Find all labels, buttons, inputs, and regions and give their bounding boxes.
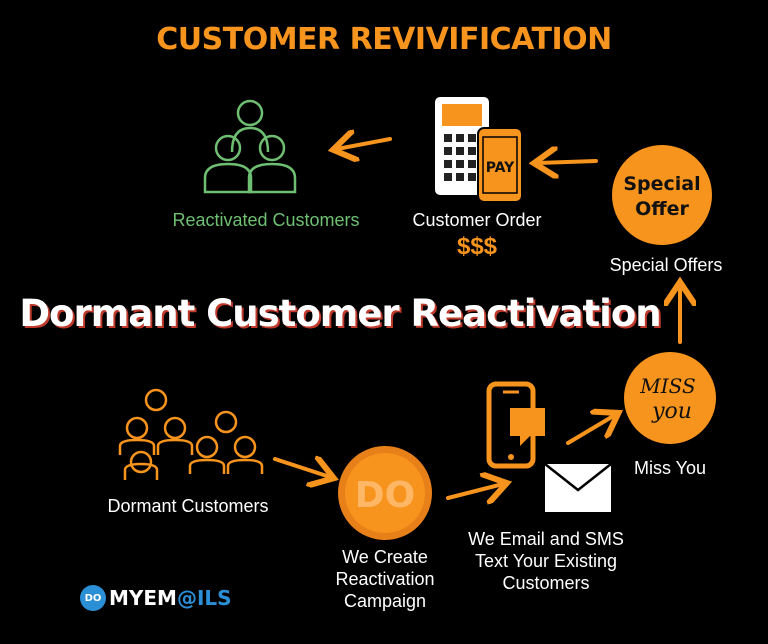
- campaign-label-line-2: Reactivation: [335, 569, 435, 589]
- logo-badge: DO: [80, 585, 106, 611]
- special-offer-badge-icon: Special Offer: [612, 145, 712, 245]
- pay-screen-text: PAY: [486, 160, 515, 176]
- diagram-subtitle: Dormant Customer Reactivation: [19, 292, 661, 335]
- arrow-email-to-missyou: [566, 415, 615, 445]
- crowd-of-people-icon: [118, 388, 264, 480]
- badge-line-2: Offer: [635, 198, 689, 220]
- customer-order-label: Customer Order: [412, 210, 542, 230]
- reactivated-customers-label: Reactivated Customers: [172, 210, 360, 230]
- flow-arrows: [273, 139, 680, 498]
- you-text: you: [651, 399, 692, 424]
- arrow-dormant-to-campaign: [273, 459, 330, 477]
- arrow-order-to-reactivated: [337, 139, 392, 149]
- email-sms-label-line-3: Customers: [502, 573, 590, 593]
- page-title: CUSTOMER REVIVIFICATION: [156, 22, 612, 57]
- campaign-label-line-3: Campaign: [343, 591, 427, 611]
- miss-text: MISS: [639, 374, 695, 398]
- coin-text: DO: [355, 475, 416, 516]
- myemails-logo: DO MYEM @ ILS: [80, 585, 232, 611]
- campaign-label-line-1: We Create: [342, 547, 428, 567]
- email-sms-label: We Email and SMS Text Your Existing Cust…: [450, 528, 642, 594]
- payment-terminal-icon: PAY: [433, 95, 523, 203]
- special-offers-label: Special Offers: [609, 255, 723, 275]
- badge-line-1: Special: [623, 173, 700, 195]
- logo-text-b: @: [176, 586, 197, 610]
- campaign-label: We Create Reactivation Campaign: [318, 546, 452, 612]
- email-sms-label-line-1: We Email and SMS: [468, 529, 624, 549]
- miss-you-badge-icon: MISS you: [624, 352, 716, 444]
- miss-you-label: Miss You: [633, 458, 707, 478]
- logo-text-a: MYEM: [109, 586, 177, 610]
- email-sms-label-line-2: Text Your Existing: [474, 551, 618, 571]
- group-of-people-icon: [203, 99, 297, 194]
- phone-and-envelope-icon: [486, 381, 612, 512]
- arrow-offer-to-order: [538, 161, 598, 163]
- order-amount: $$$: [456, 233, 498, 260]
- do-coin-icon: DO: [338, 446, 432, 540]
- arrow-campaign-to-email: [446, 484, 503, 498]
- dormant-customers-label: Dormant Customers: [107, 496, 269, 516]
- logo-text-c: ILS: [196, 586, 232, 610]
